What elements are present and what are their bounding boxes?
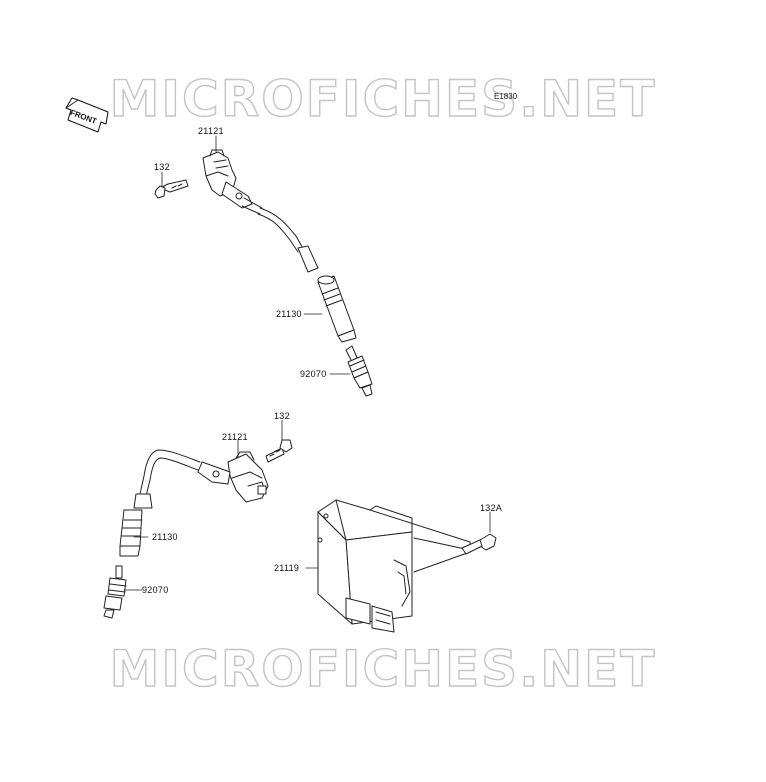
part-label-spark-plug-rear: 92070 — [142, 585, 169, 595]
front-arrow-icon — [65, 97, 109, 133]
high-tension-lead-rear — [133, 449, 201, 509]
part-label-ignition-coil-front: 21121 — [198, 126, 224, 136]
part-label-bolt-rear: 132 — [274, 411, 290, 421]
mounting-bolt-front — [154, 179, 189, 199]
high-tension-lead-front — [257, 207, 319, 273]
mounting-bolt-ecu — [461, 533, 497, 555]
part-label-bolt-front: 132 — [154, 162, 170, 172]
ignition-coil-rear — [197, 451, 269, 503]
figure-reference: E1830 — [494, 92, 518, 101]
part-label-plug-cap-front: 21130 — [276, 309, 302, 319]
watermark-bottom: MICROFICHES.NET — [109, 639, 657, 698]
part-label-spark-plug-front: 92070 — [300, 369, 327, 379]
part-label-ignition-coil-rear: 21121 — [222, 432, 248, 442]
leader-lines — [123, 135, 491, 591]
plug-cap-front — [317, 275, 357, 343]
plug-cap-rear — [119, 509, 143, 557]
spark-plug-rear — [103, 565, 127, 619]
part-label-bolt-ecu: 132A — [480, 503, 503, 513]
ignition-coil-front — [202, 149, 263, 215]
igniter-unit — [317, 499, 471, 633]
spark-plug-front — [345, 345, 373, 397]
part-label-plug-cap-rear: 21130 — [152, 532, 178, 542]
mounting-bolt-rear — [265, 439, 293, 463]
watermark-top: MICROFICHES.NET — [109, 69, 657, 128]
part-label-igniter: 21119 — [274, 563, 300, 573]
